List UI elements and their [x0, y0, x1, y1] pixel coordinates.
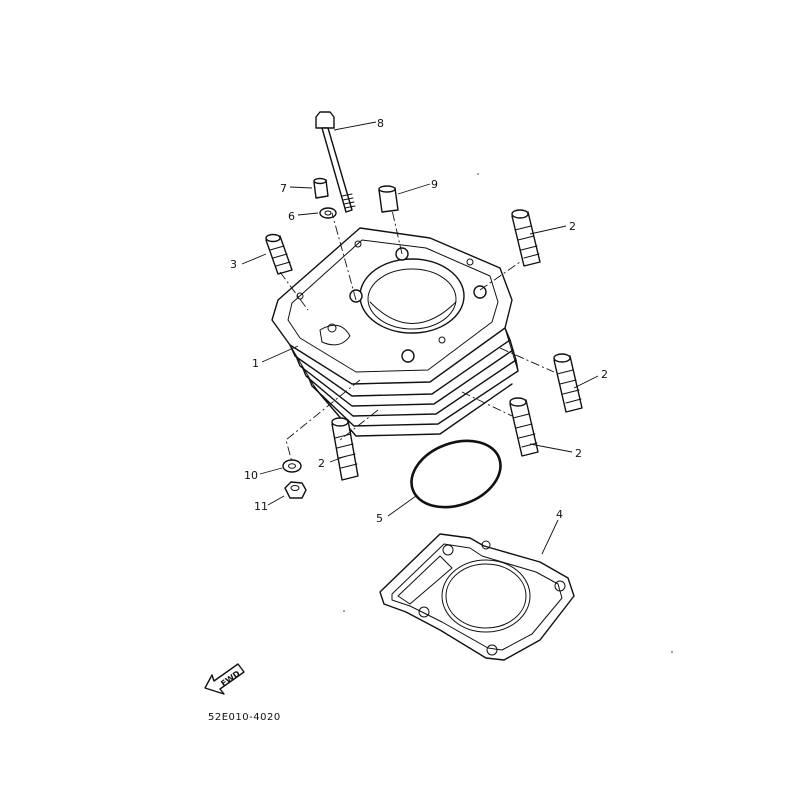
assembly-lines [279, 209, 555, 463]
speck [671, 651, 673, 653]
stud-bolt-low-right [509, 397, 539, 457]
cylinder-gasket [379, 533, 575, 661]
bolt [315, 111, 356, 213]
callout-1: 1 [252, 357, 259, 370]
callout-8: 8 [377, 117, 384, 130]
callout-2-low-right: 2 [575, 447, 582, 460]
callout-11: 11 [254, 500, 268, 513]
callout-labels: 8 7 9 6 3 2 1 2 2 2 10 11 5 4 [230, 117, 608, 525]
forward-arrow-icon: FWD [204, 663, 245, 695]
washer [319, 207, 337, 219]
callout-2-mid-right: 2 [601, 368, 608, 381]
speck [477, 173, 479, 175]
speck [343, 610, 345, 612]
callout-3: 3 [230, 258, 237, 271]
stud-bolt-mid-right [553, 353, 583, 413]
callout-9: 9 [431, 178, 438, 191]
nut [284, 481, 307, 499]
callout-4: 4 [556, 508, 563, 521]
washer-lower [282, 459, 302, 473]
dowel-pin [313, 177, 329, 199]
callout-2-low-left: 2 [318, 457, 325, 470]
dowel-pin-upper [378, 185, 399, 213]
callout-5: 5 [376, 512, 383, 525]
callout-7: 7 [280, 182, 287, 195]
callout-10: 10 [244, 469, 258, 482]
callout-2-top-right: 2 [569, 220, 576, 233]
leader-lines [241, 121, 599, 555]
o-ring [410, 439, 502, 509]
callout-6: 6 [288, 210, 295, 223]
part-code: 52E010-4020 [208, 712, 281, 723]
stud-bolt-top-right [511, 209, 541, 267]
stud-bolt-low-left [331, 417, 359, 481]
stud-bolt-left [265, 233, 293, 275]
cylinder [271, 227, 519, 437]
